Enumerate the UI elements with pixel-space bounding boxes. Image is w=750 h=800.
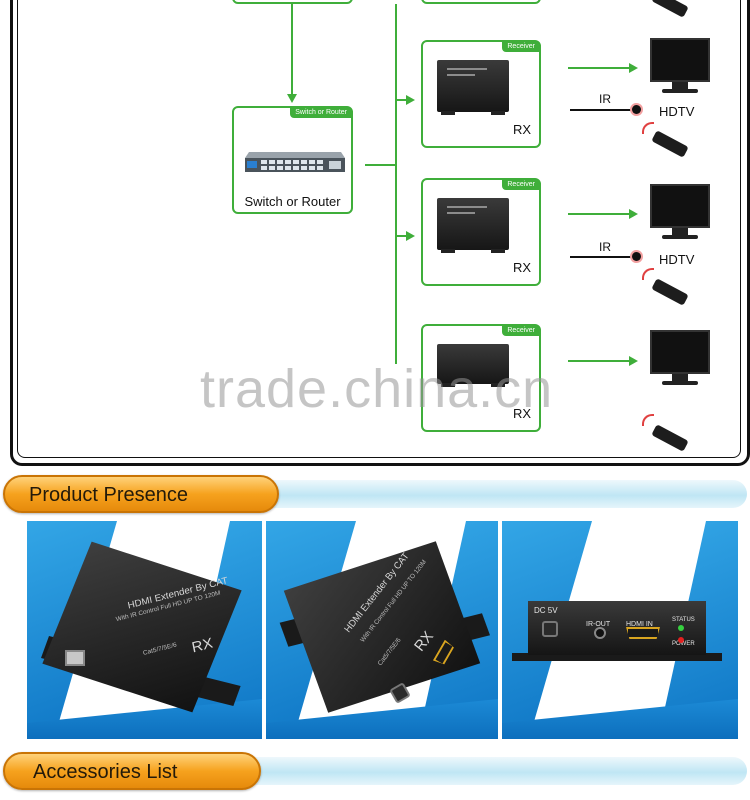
switch-box: Switch or Router Switch or Router — [232, 106, 353, 214]
switch-caption: Switch or Router — [244, 194, 341, 209]
receiver-device-icon — [437, 198, 509, 253]
hdmi-port-icon — [626, 627, 660, 639]
link-line — [365, 164, 397, 166]
receiver-label: RX — [512, 122, 531, 137]
receiver-label: RX — [512, 406, 531, 421]
link-line — [395, 4, 397, 364]
diagram-frame-outer — [10, 0, 750, 466]
banner-pill: Accessories List — [3, 752, 261, 790]
arrow-right-icon — [406, 231, 415, 241]
section-title: Product Presence — [29, 484, 188, 506]
tv-icon — [650, 330, 710, 386]
status-label: STATUS — [672, 617, 695, 623]
device-rx: RX — [190, 633, 215, 656]
dc-jack-icon — [542, 621, 558, 637]
hdmi-link-line — [568, 213, 630, 215]
receiver-label: RX — [512, 260, 531, 275]
hdmi-link-line — [568, 360, 630, 362]
ir-receiver-icon — [632, 252, 641, 261]
link-line — [395, 99, 407, 101]
ir-signal-icon — [642, 122, 654, 134]
section-title: Accessories List — [33, 761, 178, 783]
rj45-port-icon — [65, 650, 85, 666]
link-line — [291, 4, 293, 96]
product-photo-front: HDMI Extender By CAT With IR Control Ful… — [27, 521, 262, 739]
section-banner-accessories: Accessories List — [3, 752, 747, 790]
product-photo-side: HDMI Extender By CAT With IR Control Ful… — [266, 521, 498, 739]
arrow-right-icon — [406, 95, 415, 105]
tv-icon — [650, 38, 710, 94]
power-label: POWER — [672, 641, 695, 647]
receiver-device-icon — [437, 344, 509, 387]
dc-label: DC 5V — [534, 606, 558, 615]
device-rx: RX — [410, 627, 437, 655]
ir-jack-icon — [594, 627, 606, 639]
diagram-frame-inner — [17, 0, 741, 458]
tv-icon — [650, 184, 710, 240]
receiver-tag: Receiver — [502, 179, 540, 190]
hdmi-link-line — [568, 67, 630, 69]
hdtv-label: HDTV — [659, 252, 695, 267]
ir-out-label: IR-OUT — [586, 621, 611, 628]
topology-diagram: Switch or Router Switch or Router Receiv… — [10, 0, 750, 466]
arrow-right-icon — [629, 356, 638, 366]
receiver-device-icon — [437, 60, 509, 115]
arrow-right-icon — [629, 209, 638, 219]
watermark: trade.china.cn — [200, 359, 554, 419]
banner-pill: Product Presence — [3, 475, 279, 513]
power-led-icon — [678, 637, 684, 643]
ir-receiver-icon — [632, 105, 641, 114]
ir-cable-line — [570, 256, 636, 258]
status-led-icon — [678, 625, 684, 631]
switch-tag: Switch or Router — [290, 107, 352, 118]
receiver-box: Receiver RX — [421, 178, 541, 286]
ir-label: IR — [599, 92, 611, 106]
receiver-box: Receiver RX — [421, 324, 541, 432]
network-switch-icon — [245, 152, 345, 172]
device-model: Cat5/7/5E/6 — [377, 637, 403, 668]
hdmi-in-label: HDMI IN — [626, 621, 653, 628]
device-model: Cat5/7/5E/6 — [142, 642, 178, 658]
ir-signal-icon — [642, 414, 654, 426]
ir-signal-icon — [642, 268, 654, 280]
product-photo-rear: DC 5V IR-OUT HDMI IN STATUS POWER — [502, 521, 738, 739]
hdtv-label: HDTV — [659, 104, 695, 119]
ir-label: IR — [599, 240, 611, 254]
arrow-down-icon — [287, 94, 297, 103]
receiver-tag: Receiver — [502, 41, 540, 52]
link-line — [395, 235, 407, 237]
section-banner-presence: Product Presence — [3, 475, 747, 513]
arrow-right-icon — [629, 63, 638, 73]
receiver-box: Receiver RX — [421, 40, 541, 148]
ir-cable-line — [570, 109, 636, 111]
banner-stripe — [203, 757, 747, 785]
cropped-box-right — [421, 0, 541, 4]
receiver-tag: Receiver — [502, 325, 540, 336]
mount-flange — [512, 653, 722, 661]
banner-stripe — [203, 480, 747, 508]
